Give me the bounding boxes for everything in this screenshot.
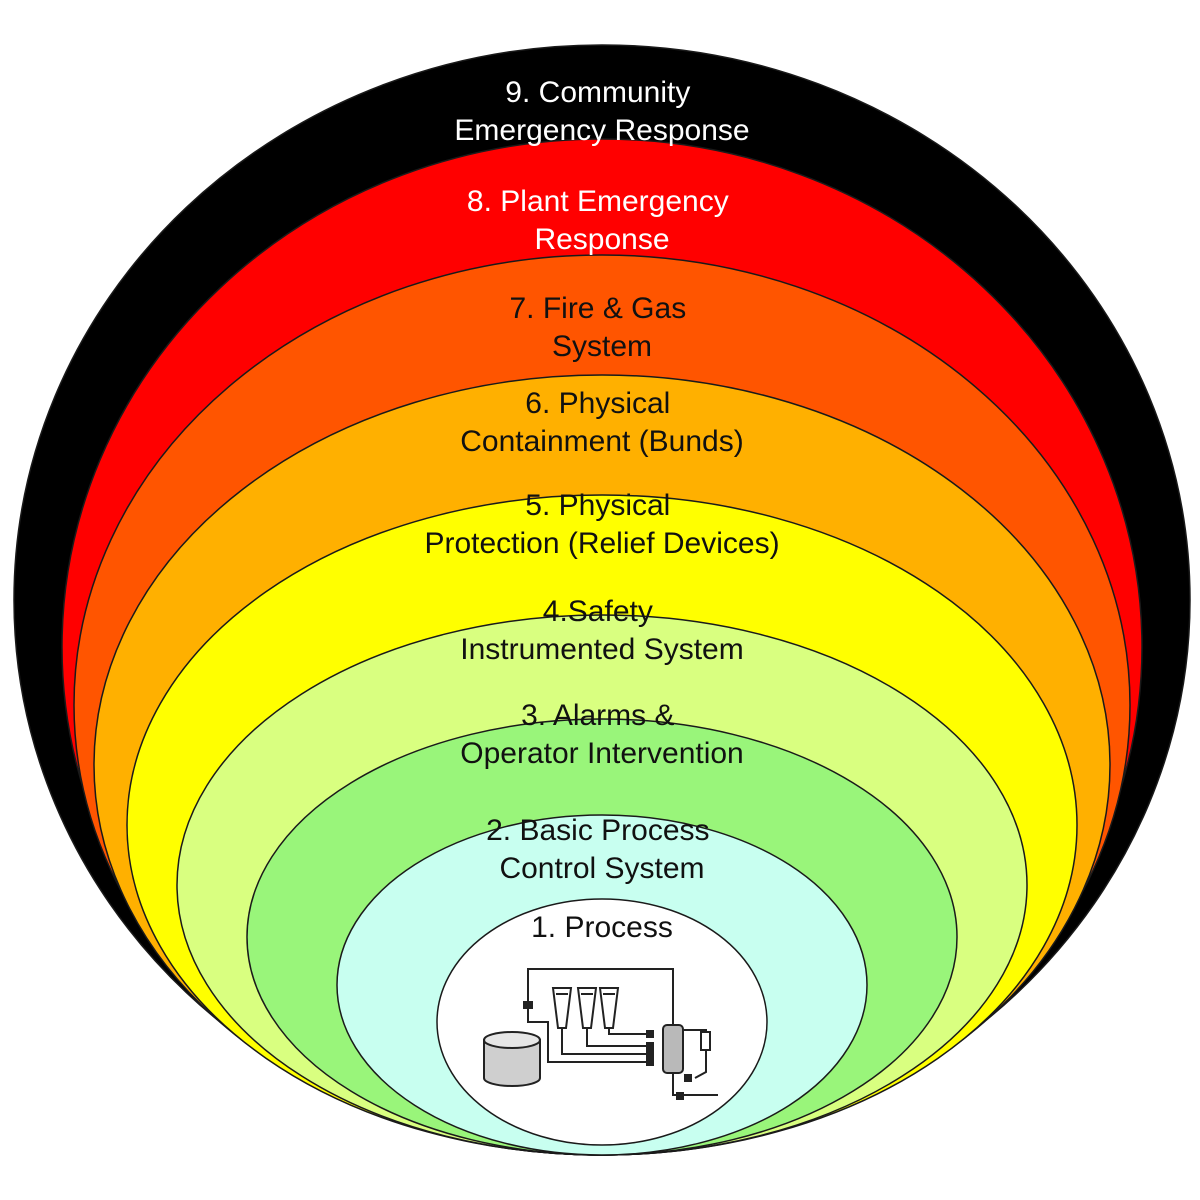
- layer-3-label: 3. Alarms & Operator Intervention: [460, 699, 744, 770]
- layer-1-label-line1: 1. Process: [531, 911, 673, 944]
- storage-tank-icon: [483, 1031, 541, 1087]
- layer-4-label: 4.Safety Instrumented System: [460, 595, 743, 666]
- layer-8-label: 8. Plant Emergency Response: [467, 185, 737, 256]
- layer-7-label: 7. Fire & Gas System: [509, 292, 694, 363]
- layer-4-label-line2: Instrumented System: [460, 633, 743, 666]
- layer-9-label: 9. Community Emergency Response: [454, 76, 749, 147]
- layer-6-label: 6. Physical Containment (Bunds): [460, 387, 743, 458]
- layer-2-label-line1: 2. Basic Process: [486, 814, 709, 847]
- reactor-column-icon: [662, 1024, 684, 1074]
- layer-5-label: 5. Physical Protection (Relief Devices): [424, 489, 779, 560]
- hopper-icons: [551, 987, 620, 1029]
- layer-3-label-line2: Operator Intervention: [460, 737, 744, 770]
- layer-labels: 9. Community Emergency Response 8. Plant…: [424, 76, 779, 944]
- layer-4-label-line1: 4.Safety: [543, 595, 653, 628]
- layer-6-label-line1: 6. Physical: [525, 387, 670, 420]
- layer-7-label-line1: 7. Fire & Gas: [509, 292, 686, 325]
- layer-2-label: 2. Basic Process Control System: [486, 814, 718, 885]
- layer-2-label-line2: Control System: [499, 852, 704, 885]
- layer-1-label: 1. Process: [531, 911, 673, 944]
- layer-9-label-line1: 9. Community: [505, 76, 690, 109]
- layer-7-label-line2: System: [552, 330, 652, 363]
- layer-6-label-line2: Containment (Bunds): [460, 425, 743, 458]
- layer-5-label-line1: 5. Physical: [525, 489, 670, 522]
- layer-shapes: [13, 44, 1191, 1156]
- layer-3-label-line1: 3. Alarms &: [521, 699, 674, 732]
- layer-5-label-line2: Protection (Relief Devices): [424, 527, 779, 560]
- layer-8-label-line1: 8. Plant Emergency: [467, 185, 729, 218]
- process-schematic-icon: [483, 968, 718, 1100]
- layer-8-label-line2: Response: [534, 223, 669, 256]
- layer-9-label-line2: Emergency Response: [454, 114, 749, 147]
